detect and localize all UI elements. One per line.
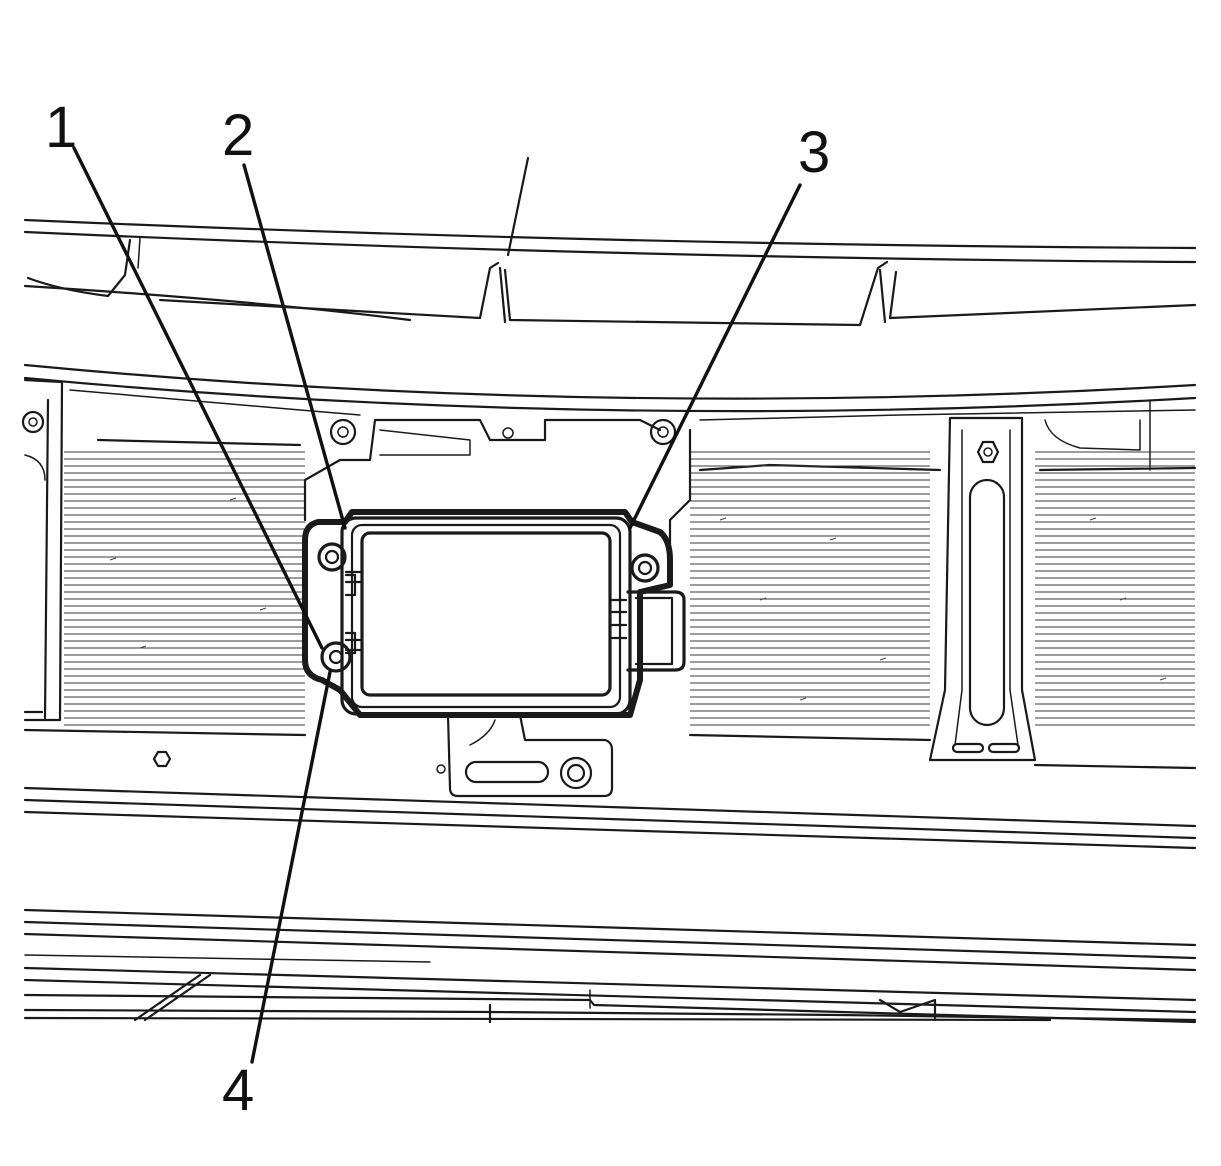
leader-lines [72,146,802,1064]
leader-line-4 [250,670,332,1064]
callouts: 1 2 3 4 [45,95,830,1123]
left-support-bracket [21,378,64,722]
sensor-module [302,509,686,718]
right-support-bracket [928,416,1037,762]
leader-line-3 [628,183,802,530]
callout-3: 3 [798,120,830,185]
leader-line-1 [72,146,324,650]
callout-2: 2 [222,103,254,168]
callout-1: 1 [45,95,77,160]
leader-line-2 [242,163,347,530]
callout-4: 4 [222,1058,254,1123]
condenser-fins [64,451,1195,726]
lower-fascia [23,728,1197,1024]
upper-fascia-bar [23,156,1197,327]
